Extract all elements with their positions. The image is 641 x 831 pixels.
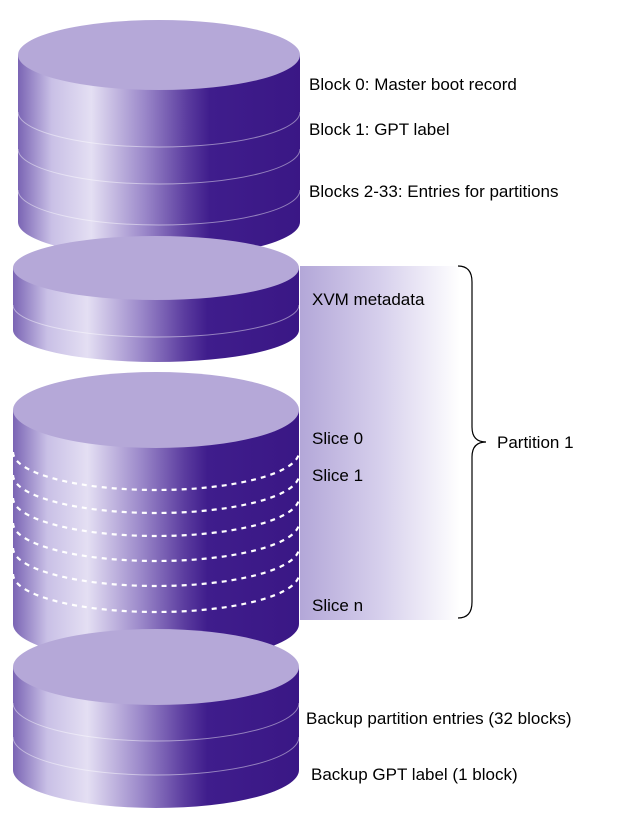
label-xvm-metadata: XVM metadata: [312, 290, 425, 309]
label-partition-entries: Blocks 2-33: Entries for partitions: [309, 182, 558, 201]
disk-header-cylinder: [17, 20, 301, 257]
label-partition-1: Partition 1: [497, 433, 574, 452]
xvm-metadata-cylinder: [12, 236, 300, 362]
label-mbr: Block 0: Master boot record: [309, 75, 517, 94]
slice-divider-lines: [11, 451, 301, 614]
label-slice-n: Slice n: [312, 596, 363, 615]
slices-cylinder: [11, 372, 301, 662]
partition-brace: [457, 265, 487, 619]
label-slice-0: Slice 0: [312, 429, 363, 448]
label-backup-entries: Backup partition entries (32 blocks): [306, 709, 572, 728]
label-slice-1: Slice 1: [312, 466, 363, 485]
partition-slice-panel: [300, 266, 460, 620]
backup-cylinder: [12, 629, 300, 808]
label-backup-gpt: Backup GPT label (1 block): [311, 765, 518, 784]
label-gpt: Block 1: GPT label: [309, 120, 449, 139]
